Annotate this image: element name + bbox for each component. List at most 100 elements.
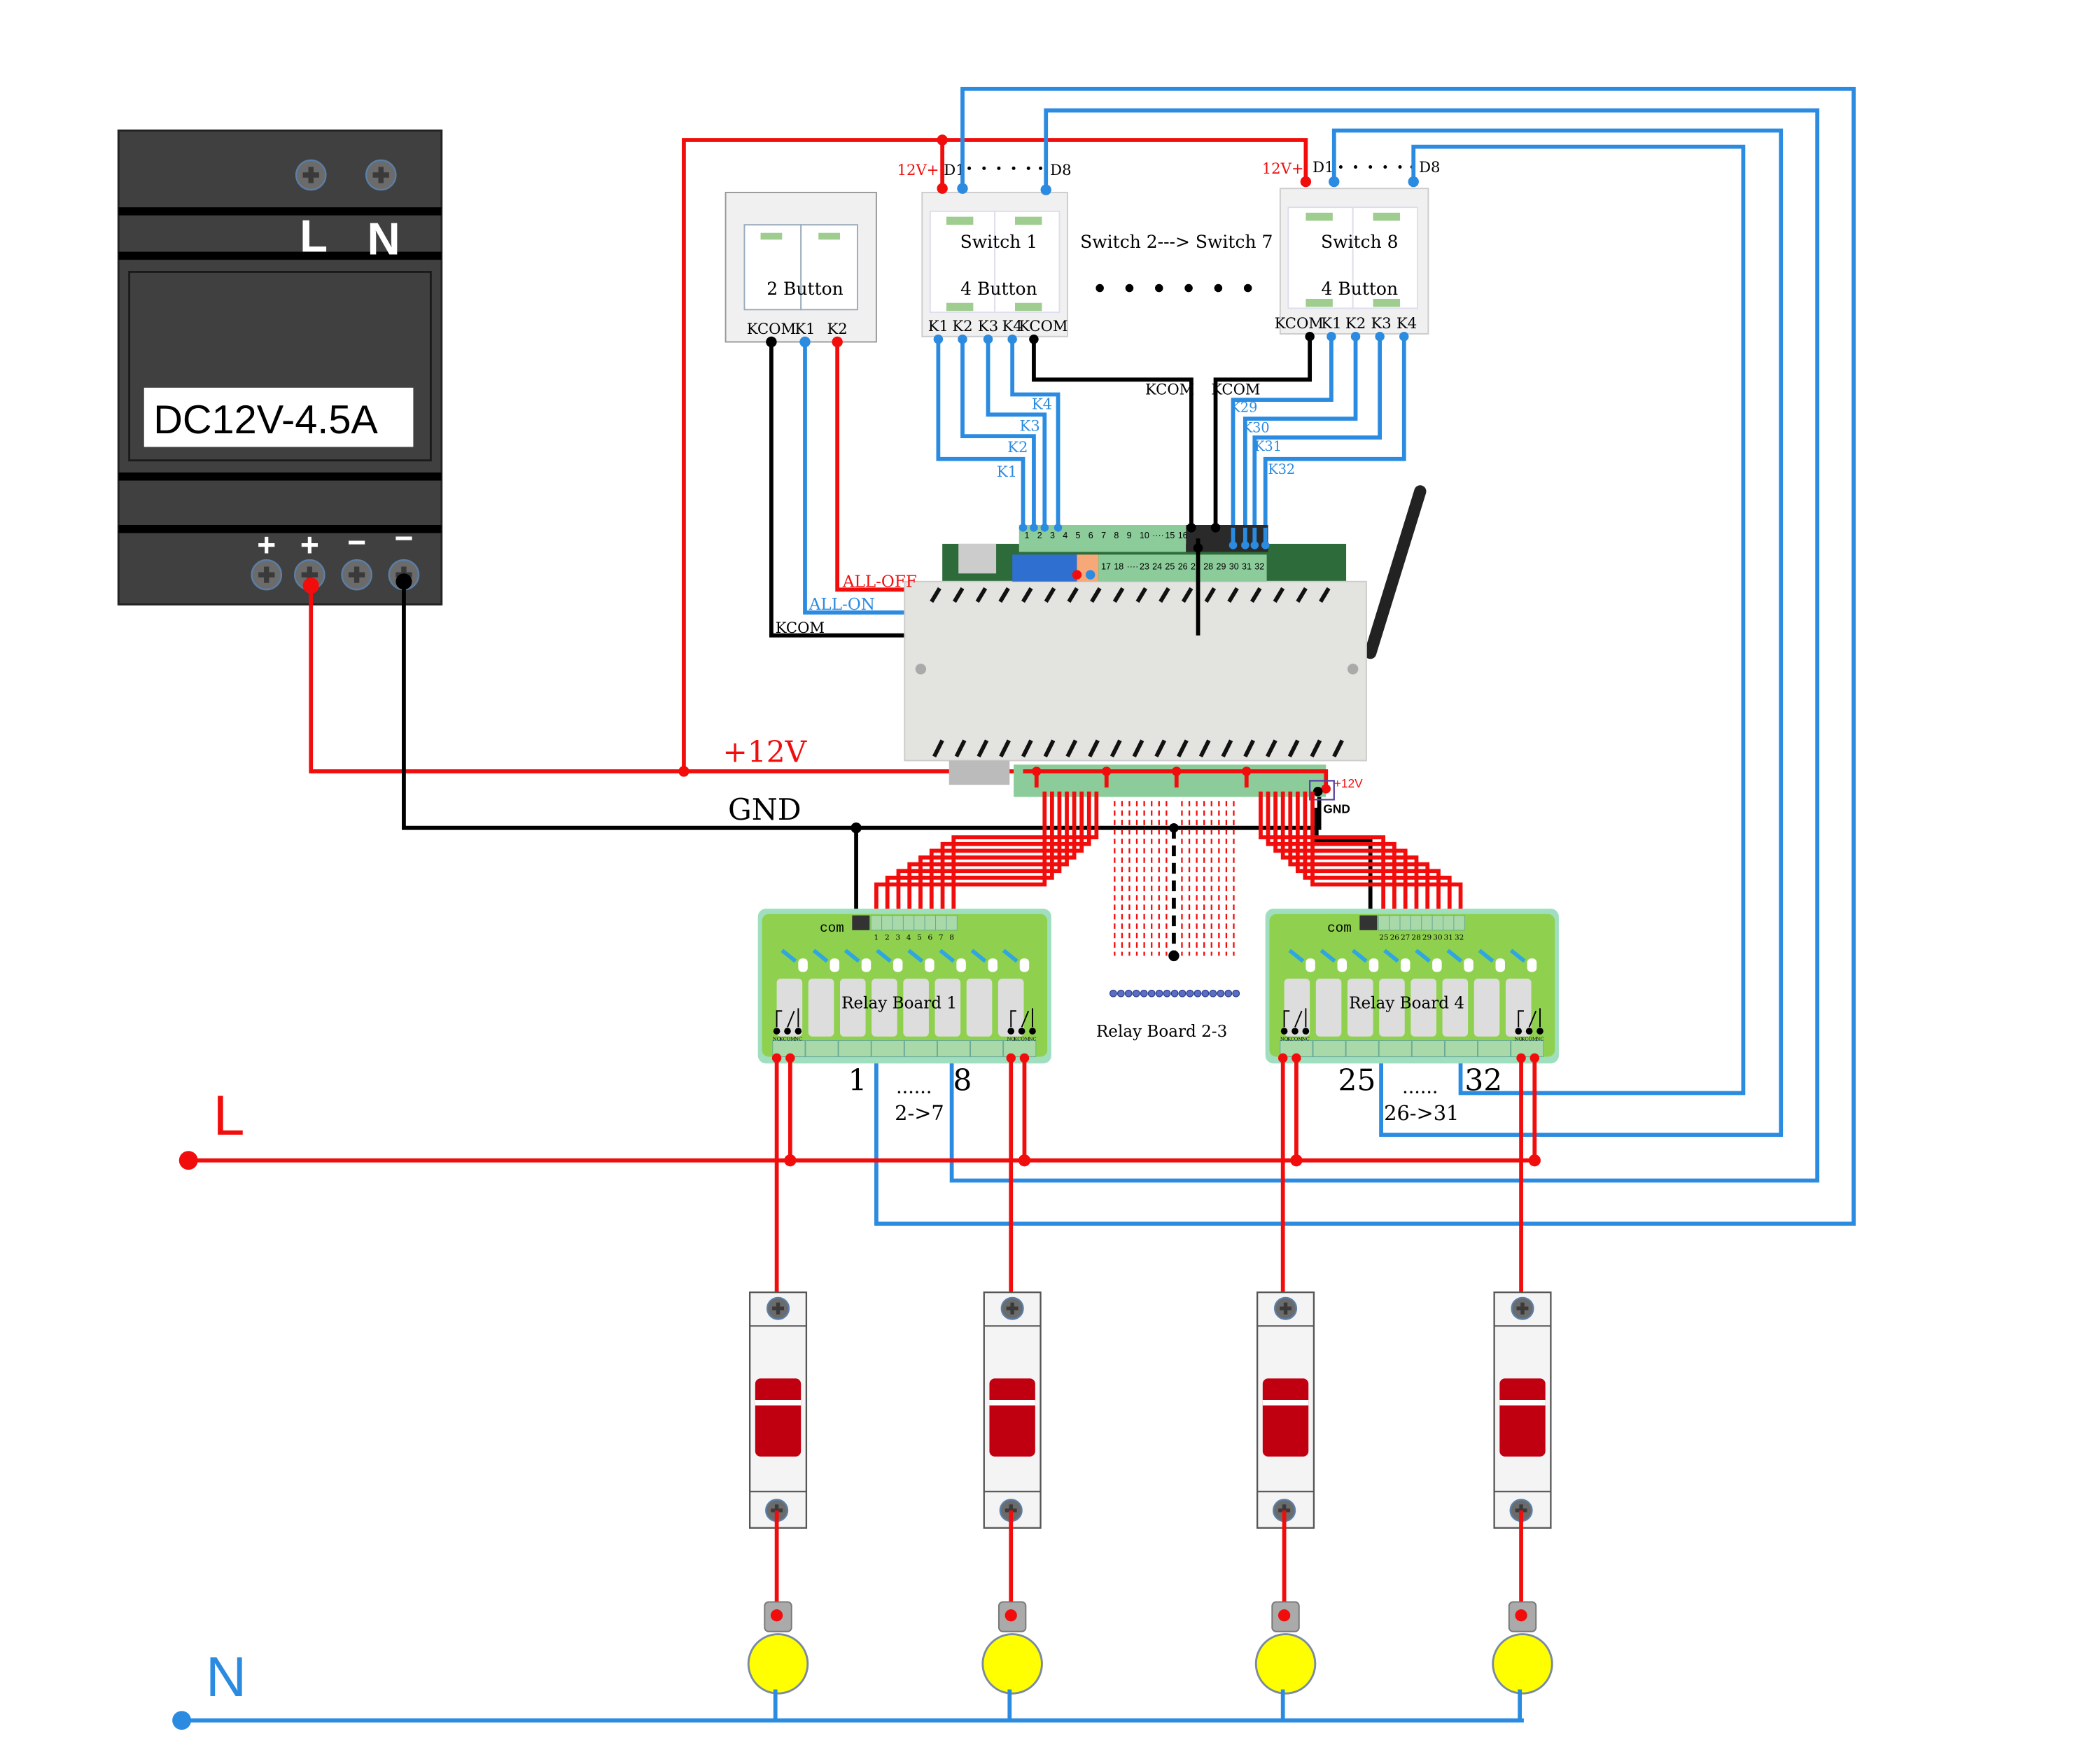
relay bbox=[1348, 979, 1373, 1037]
led-indicator bbox=[1446, 948, 1463, 963]
contact-label: NC bbox=[1028, 1037, 1036, 1042]
kcom-label: KCOM bbox=[1145, 380, 1194, 398]
plus12v-wire bbox=[309, 585, 1023, 774]
circuit-breaker bbox=[749, 1292, 808, 1529]
switch-2-button-wire-labels: ALL-OFF ALL-ON KCOM bbox=[776, 573, 917, 636]
com-label: com bbox=[820, 920, 844, 936]
led bbox=[798, 958, 808, 972]
relay bbox=[997, 979, 1024, 1037]
contact-dot bbox=[1525, 1028, 1533, 1035]
input-terminal bbox=[1453, 915, 1465, 931]
relay bbox=[1474, 979, 1500, 1037]
led-indicator bbox=[1415, 948, 1432, 963]
led bbox=[1337, 958, 1348, 972]
vent-slot bbox=[1265, 739, 1278, 758]
vent-slot bbox=[1243, 739, 1255, 758]
relay1-last-label: 8 bbox=[953, 1063, 972, 1098]
switch-data-wires bbox=[874, 87, 1856, 1226]
terminal-dot bbox=[1224, 989, 1233, 997]
relay-2-3-terminals bbox=[1110, 989, 1240, 997]
contact-dot bbox=[1007, 1028, 1015, 1035]
com-terminal bbox=[852, 915, 870, 930]
input-terminal-label: 25 bbox=[1165, 561, 1175, 571]
input-terminal-label: 30 bbox=[1229, 561, 1239, 571]
relay bbox=[872, 979, 897, 1037]
vent-slot bbox=[1181, 587, 1194, 603]
vent-slot bbox=[1273, 587, 1285, 603]
antenna bbox=[1364, 485, 1427, 659]
relay4-dots: ...... bbox=[1402, 1077, 1438, 1098]
led bbox=[1464, 958, 1474, 972]
pin-label: KCOM bbox=[1275, 314, 1324, 332]
relay bbox=[934, 979, 961, 1037]
contact-label: NO bbox=[1515, 1037, 1523, 1042]
relay1-output-wire bbox=[951, 791, 1099, 921]
output-terminal bbox=[904, 1040, 937, 1058]
junction bbox=[784, 1154, 797, 1167]
switch-1: Switch 1 4 Button K1 K2 K3 K4 KCOM 12V+ … bbox=[897, 161, 1194, 528]
input-pin-label: 5 bbox=[917, 933, 922, 941]
led bbox=[956, 958, 966, 972]
input-terminal-label: 18 bbox=[1114, 561, 1124, 571]
vent-slot bbox=[1221, 739, 1233, 758]
input-terminal-label: 4 bbox=[1063, 531, 1068, 540]
input-terminal bbox=[1443, 915, 1455, 931]
input-terminal-label: 23 bbox=[1140, 561, 1149, 571]
input-terminal bbox=[881, 915, 893, 931]
output-terminal bbox=[871, 1040, 904, 1058]
input-terminal-label: 5 bbox=[1076, 531, 1081, 540]
relay-symbol-icon bbox=[1283, 1008, 1307, 1028]
contact-dot bbox=[1302, 1028, 1310, 1035]
power-supply: DC12V-4.5A L N + + − − bbox=[117, 130, 443, 606]
relay bbox=[1505, 979, 1532, 1037]
pin-label: K3 bbox=[978, 317, 998, 335]
terminal-dot bbox=[1201, 989, 1210, 997]
terminal-dot bbox=[1170, 989, 1179, 997]
vent-slot bbox=[1227, 587, 1239, 603]
output-terminal bbox=[1411, 1040, 1445, 1058]
terminal-dot bbox=[1110, 989, 1117, 997]
relay bbox=[808, 979, 834, 1037]
led bbox=[861, 958, 872, 972]
vent-slot bbox=[1177, 739, 1189, 758]
relay1-dots: ...... bbox=[896, 1077, 932, 1098]
mains-live: L bbox=[178, 1084, 1535, 1170]
input-pin-label: 30 bbox=[1433, 933, 1443, 941]
relay-symbol-icon bbox=[1518, 1008, 1541, 1028]
pin-label: K1 bbox=[928, 317, 948, 335]
vent-slot bbox=[1332, 739, 1344, 758]
led-indicator bbox=[1509, 948, 1526, 963]
vent-slot bbox=[930, 587, 941, 603]
input-terminal-label: 7 bbox=[1101, 531, 1106, 540]
vent-slot bbox=[1021, 739, 1033, 758]
load-circuit-2 bbox=[981, 1053, 1043, 1721]
input-terminal-label: 16 bbox=[1178, 531, 1188, 540]
breaker-handle bbox=[989, 1378, 1035, 1457]
pin-label: KCOM bbox=[1018, 317, 1068, 335]
vent-slot bbox=[1310, 739, 1322, 758]
led bbox=[1432, 958, 1442, 972]
input-terminal-label: 17 bbox=[1101, 561, 1111, 571]
led bbox=[988, 958, 997, 972]
relay4-output-wire bbox=[1288, 791, 1430, 921]
contact-label: NO bbox=[1007, 1037, 1016, 1042]
psu-plus-label: + bbox=[300, 526, 319, 563]
led bbox=[1368, 958, 1379, 972]
contact-dot bbox=[1536, 1028, 1544, 1035]
input-terminal bbox=[1421, 915, 1433, 931]
junction bbox=[1290, 1154, 1303, 1167]
input-terminal-label: 2 bbox=[1037, 531, 1042, 540]
vent-slot bbox=[998, 587, 1010, 603]
vent-slot bbox=[976, 739, 989, 758]
vent-slot bbox=[1090, 587, 1102, 603]
input-terminal-label: ···· bbox=[1152, 531, 1164, 540]
vent-slot bbox=[1250, 587, 1262, 603]
input-pin-label: 28 bbox=[1411, 933, 1421, 941]
input-terminal-label: 32 bbox=[1254, 561, 1264, 571]
wire-label: K1 bbox=[997, 463, 1017, 480]
com-label: com bbox=[1327, 920, 1352, 936]
led-indicator bbox=[812, 948, 829, 963]
input-terminal-label: 1 bbox=[1024, 531, 1029, 540]
power-wires: +12V GND bbox=[302, 134, 1373, 924]
vent-slot bbox=[1110, 739, 1122, 758]
